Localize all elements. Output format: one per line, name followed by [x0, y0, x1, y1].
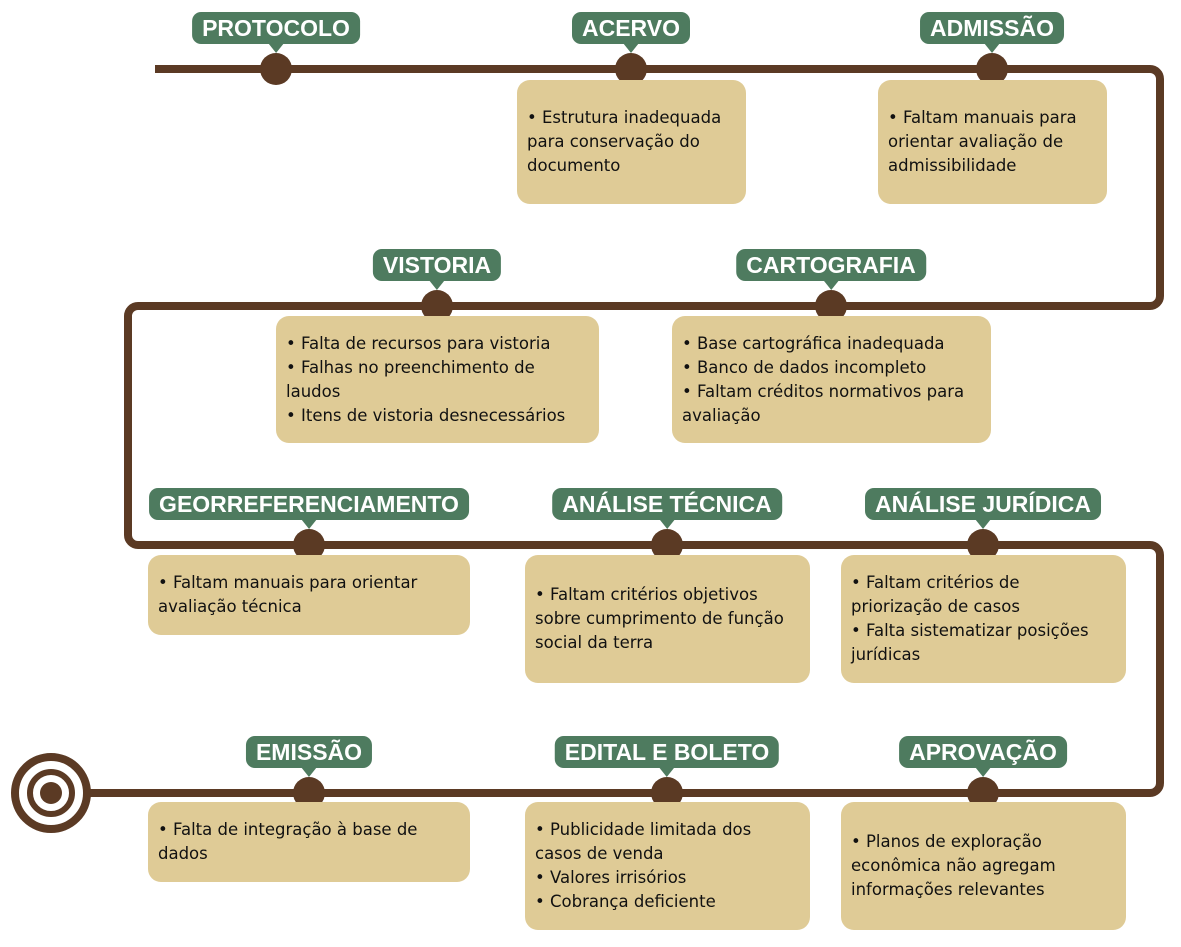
- issue-item: • Cobrança deficiente: [535, 892, 716, 911]
- issue-item: • Falta de recursos para vistoria: [286, 333, 551, 353]
- stage-marker-acervo: [615, 53, 647, 85]
- stage-box-emissao: • Falta de integração à base de dados: [148, 802, 470, 882]
- stage-box-admissao: • Faltam manuais para orientar avaliação…: [878, 80, 1107, 204]
- stage-label-georreferenciamento: GEORREFERENCIAMENTO: [149, 488, 469, 529]
- issue-item: • Falta de integração à base de dados: [158, 820, 418, 863]
- issue-item: • Base cartográfica inadequada: [682, 333, 945, 353]
- issue-item: • Estrutura inadequada para conservação …: [527, 108, 722, 175]
- issue-item: • Faltam manuais para orientar avaliação…: [888, 108, 1077, 175]
- stage-box-analise-juridica: • Faltam critérios de priorização de cas…: [841, 555, 1126, 683]
- stage-label-aprovacao: APROVAÇÃO: [899, 736, 1067, 777]
- issue-item: • Falhas no preenchimento de laudos: [286, 357, 535, 401]
- issue-item: • Faltam créditos normativos para avalia…: [682, 381, 965, 425]
- issue-item: • Faltam critérios de priorização de cas…: [851, 573, 1020, 616]
- issue-item: • Itens de vistoria desnecessários: [286, 405, 566, 425]
- stage-label-analise-juridica: ANÁLISE JURÍDICA: [865, 488, 1101, 529]
- finish-target-icon: [11, 753, 91, 833]
- process-track-line: [90, 65, 1164, 797]
- stage-label-analise-tecnica: ANÁLISE TÉCNICA: [552, 488, 782, 529]
- stage-marker-protocolo: [260, 53, 292, 85]
- stage-label-vistoria: VISTORIA: [372, 249, 502, 290]
- issue-item: • Publicidade limitada dos casos de vend…: [535, 820, 752, 863]
- issue-item: • Banco de dados incompleto: [682, 357, 927, 377]
- stage-marker-admissao: [976, 53, 1008, 85]
- stage-label-protocolo: PROTOCOLO: [192, 12, 360, 53]
- stage-label-emissao: EMISSÃO: [245, 736, 373, 777]
- stage-label-cartografia: CARTOGRAFIA: [736, 249, 926, 290]
- stage-box-cartografia: • Base cartográfica inadequada • Banco d…: [672, 316, 991, 443]
- stage-box-aprovacao: • Planos de exploração econômica não agr…: [841, 802, 1126, 930]
- issue-item: • Valores irrisórios: [535, 868, 687, 887]
- stage-label-edital-e-boleto: EDITAL E BOLETO: [554, 736, 780, 777]
- stage-box-analise-tecnica: • Faltam critérios objetivos sobre cumpr…: [525, 555, 810, 683]
- stage-box-edital-e-boleto: • Publicidade limitada dos casos de vend…: [525, 802, 810, 930]
- stage-label-acervo: ACERVO: [572, 12, 690, 53]
- issue-item: • Faltam manuais para orientar avaliação…: [158, 573, 418, 616]
- issue-item: • Falta sistematizar posições jurídicas: [851, 621, 1089, 664]
- stage-label-admissao: ADMISSÃO: [920, 12, 1064, 53]
- stage-box-georreferenciamento: • Faltam manuais para orientar avaliação…: [148, 555, 470, 635]
- stage-box-acervo: • Estrutura inadequada para conservação …: [517, 80, 746, 204]
- stage-box-vistoria: • Falta de recursos para vistoria • Falh…: [276, 316, 599, 443]
- issue-item: • Faltam critérios objetivos sobre cumpr…: [535, 585, 784, 652]
- issue-item: • Planos de exploração econômica não agr…: [851, 832, 1056, 899]
